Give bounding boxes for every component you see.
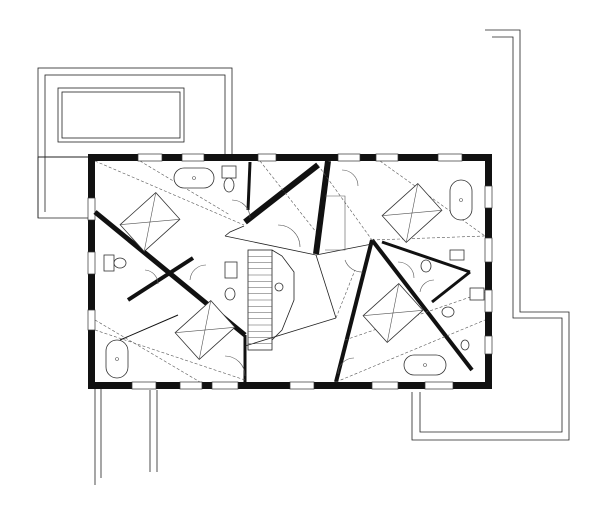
bathtub-top-right bbox=[449, 179, 473, 221]
bathtub-bottom-left bbox=[105, 339, 129, 379]
fixtures bbox=[103, 165, 485, 351]
terrace-left bbox=[37, 67, 233, 219]
partitions bbox=[93, 160, 474, 383]
dashed-lines bbox=[94, 160, 486, 383]
terrace-bottom-left bbox=[94, 388, 158, 485]
bed-upper-right bbox=[381, 182, 443, 244]
bed-lower-left bbox=[174, 299, 236, 361]
bathtub-bottom-right bbox=[403, 354, 447, 376]
terrace-right bbox=[411, 29, 570, 441]
bed-lower-right bbox=[362, 282, 424, 344]
doors bbox=[144, 169, 435, 377]
bathtub-top-left bbox=[173, 167, 215, 189]
stair bbox=[247, 249, 295, 351]
windows bbox=[87, 153, 493, 390]
bed-upper-left bbox=[119, 191, 181, 253]
corridor bbox=[224, 225, 373, 347]
